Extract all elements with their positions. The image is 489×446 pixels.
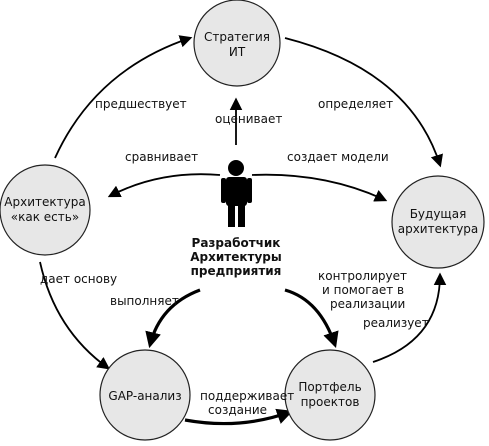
svg-text:контролирует: контролирует [318,269,407,283]
svg-text:и помогает в: и помогает в [322,283,404,297]
svg-text:ИТ: ИТ [229,45,246,59]
label-controls: контролирует и помогает в реализации [318,269,407,311]
label-precedes: предшествует [95,97,187,111]
node-as-is-architecture: Архитектура «как есть» [0,164,91,256]
arrow-actor-to-gap [145,288,201,349]
label-compares: сравнивает [125,150,198,164]
arrow-strategy-to-future [284,37,443,168]
svg-text:Портфель: Портфель [298,380,361,394]
svg-text:реализации: реализации [330,297,405,311]
label-supports: поддерживает создание [200,389,294,417]
svg-text:Разработчик: Разработчик [192,236,281,250]
label-gives-basis: дает основу [40,272,117,286]
label-evaluates: оценивает [215,112,282,126]
label-defines: определяет [318,97,393,111]
svg-text:предприятия: предприятия [191,264,282,278]
arrow-actor-to-portfolio [284,288,339,349]
svg-text:создание: создание [208,403,267,417]
svg-text:«как есть»: «как есть» [11,210,79,224]
actor-label: Разработчик Архитектуры предприятия [190,236,281,278]
svg-text:поддерживает: поддерживает [200,389,294,403]
label-creates-models: создает модели [287,150,389,164]
arrow-as-is-to-strategy [54,35,193,159]
arrow-gap-to-portfolio [184,408,294,426]
arrow-actor-to-as-is [107,173,221,198]
arrow-actor-to-future [251,173,388,202]
node-gap-analysis: GAP-анализ [99,349,191,441]
svg-text:проектов: проектов [301,395,360,409]
svg-text:архитектура: архитектура [398,222,479,236]
arrow-portfolio-to-future [372,272,447,363]
label-implements: реализует [363,316,429,330]
label-performs: выполняет [110,294,179,308]
svg-text:Будущая: Будущая [410,207,467,221]
svg-text:Архитектуры: Архитектуры [190,250,281,264]
person-icon [221,160,252,227]
svg-text:Стратегия: Стратегия [204,30,270,44]
svg-text:GAP-анализ: GAP-анализ [108,389,181,403]
node-future-architecture: Будущая архитектура [391,175,485,269]
arrow-as-is-to-gap [39,261,111,370]
svg-text:Архитектура: Архитектура [4,195,85,209]
node-strategy-it: Стратегия ИТ [193,0,281,87]
node-project-portfolio: Портфель проектов [284,349,376,441]
